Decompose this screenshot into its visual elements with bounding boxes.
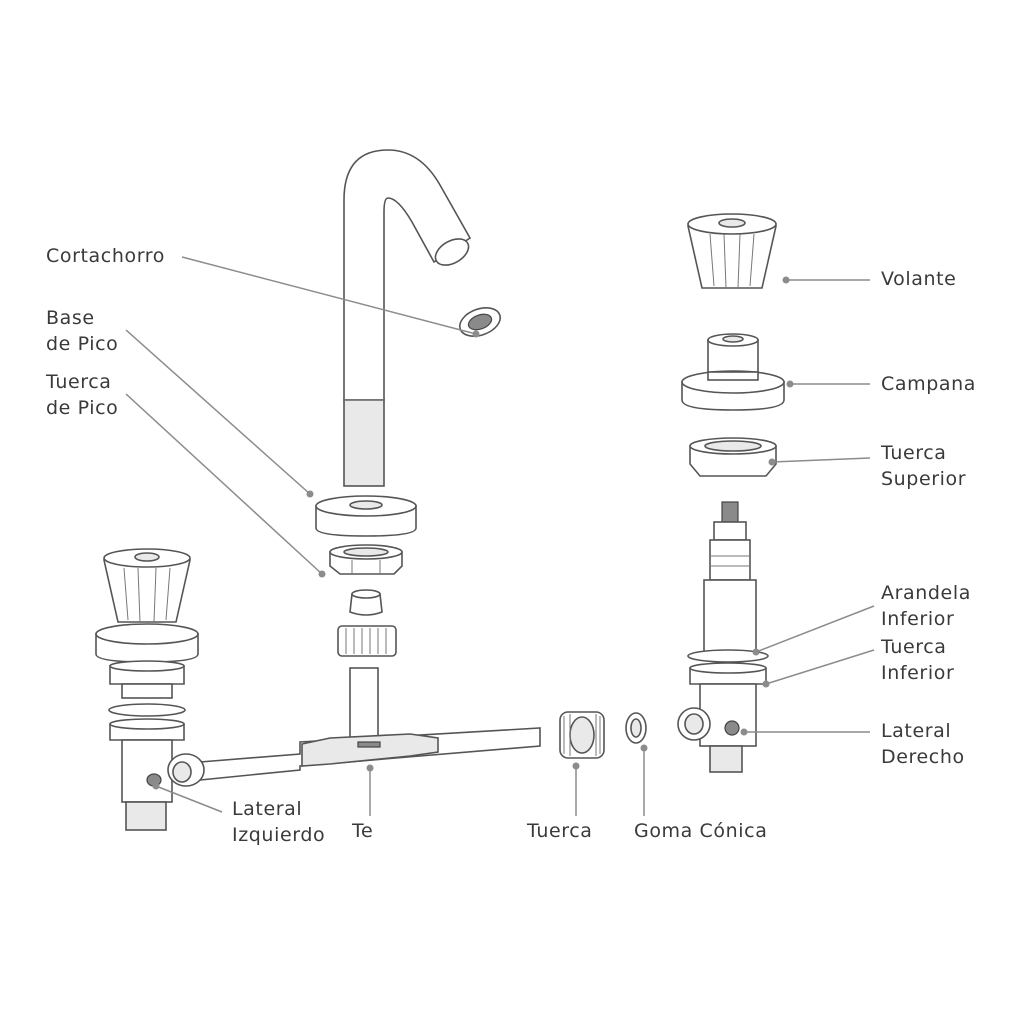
label-tuerca-superior: Tuerca Superior [881,440,966,492]
spout-nut [329,544,403,575]
label-arandela-inferior: Arandela Inferior [881,580,971,632]
label-tuerca-text: Tuerca [527,820,593,842]
label-tuerca-pico: Tuerca de Pico [46,369,118,421]
label-tuerca-inferior: Tuerca Inferior [881,634,954,686]
label-tuerca-superior-line1: Tuerca [881,442,947,464]
cone-gasket [625,712,647,744]
label-arandela-inferior-line2: Inferior [881,608,955,630]
label-te: Te [352,818,373,844]
label-lateral-izquierdo-line2: Izquierdo [232,824,326,846]
label-tuerca-inferior-line1: Tuerca [881,636,947,658]
spout [343,149,472,487]
right-valve-bell [681,333,785,411]
label-base-pico-line2: de Pico [46,333,119,355]
right-upper-nut [689,437,777,477]
tee-assembly [199,667,541,781]
label-tuerca-pico-line1: Tuerca [46,371,112,393]
label-volante-text: Volante [881,268,957,290]
spout-base [315,495,417,537]
left-valve [95,548,205,831]
label-lateral-izquierdo-line1: Lateral [232,798,303,820]
label-cortachorro-text: Cortachorro [46,245,166,267]
label-arandela-inferior-line1: Arandela [881,582,971,604]
leader-lines [125,256,875,816]
label-cortachorro: Cortachorro [46,243,165,269]
spout-cone [349,589,383,616]
label-goma-conica: Goma Cónica [634,818,767,844]
label-tuerca-pico-line2: de Pico [46,397,119,419]
label-campana: Campana [881,371,976,397]
loose-nut [559,711,605,759]
label-te-text: Te [352,820,374,842]
aerator [458,307,502,337]
label-tuerca-inferior-line2: Inferior [881,662,955,684]
label-campana-text: Campana [881,373,977,395]
label-lateral-derecho-line2: Derecho [881,746,965,768]
label-base-pico: Base de Pico [46,305,118,357]
label-lateral-derecho-line1: Lateral [881,720,952,742]
label-tuerca-superior-line2: Superior [881,468,967,490]
label-lateral-derecho: Lateral Derecho [881,718,965,770]
right-valve-handle [686,213,778,289]
label-tuerca: Tuerca [527,818,593,844]
label-goma-conica-text: Goma Cónica [634,820,768,842]
label-base-pico-line1: Base [46,307,95,329]
label-volante: Volante [881,266,956,292]
right-valve-body [677,501,769,773]
spout-knurled-nut [337,625,397,657]
label-lateral-izquierdo: Lateral Izquierdo [232,796,325,848]
